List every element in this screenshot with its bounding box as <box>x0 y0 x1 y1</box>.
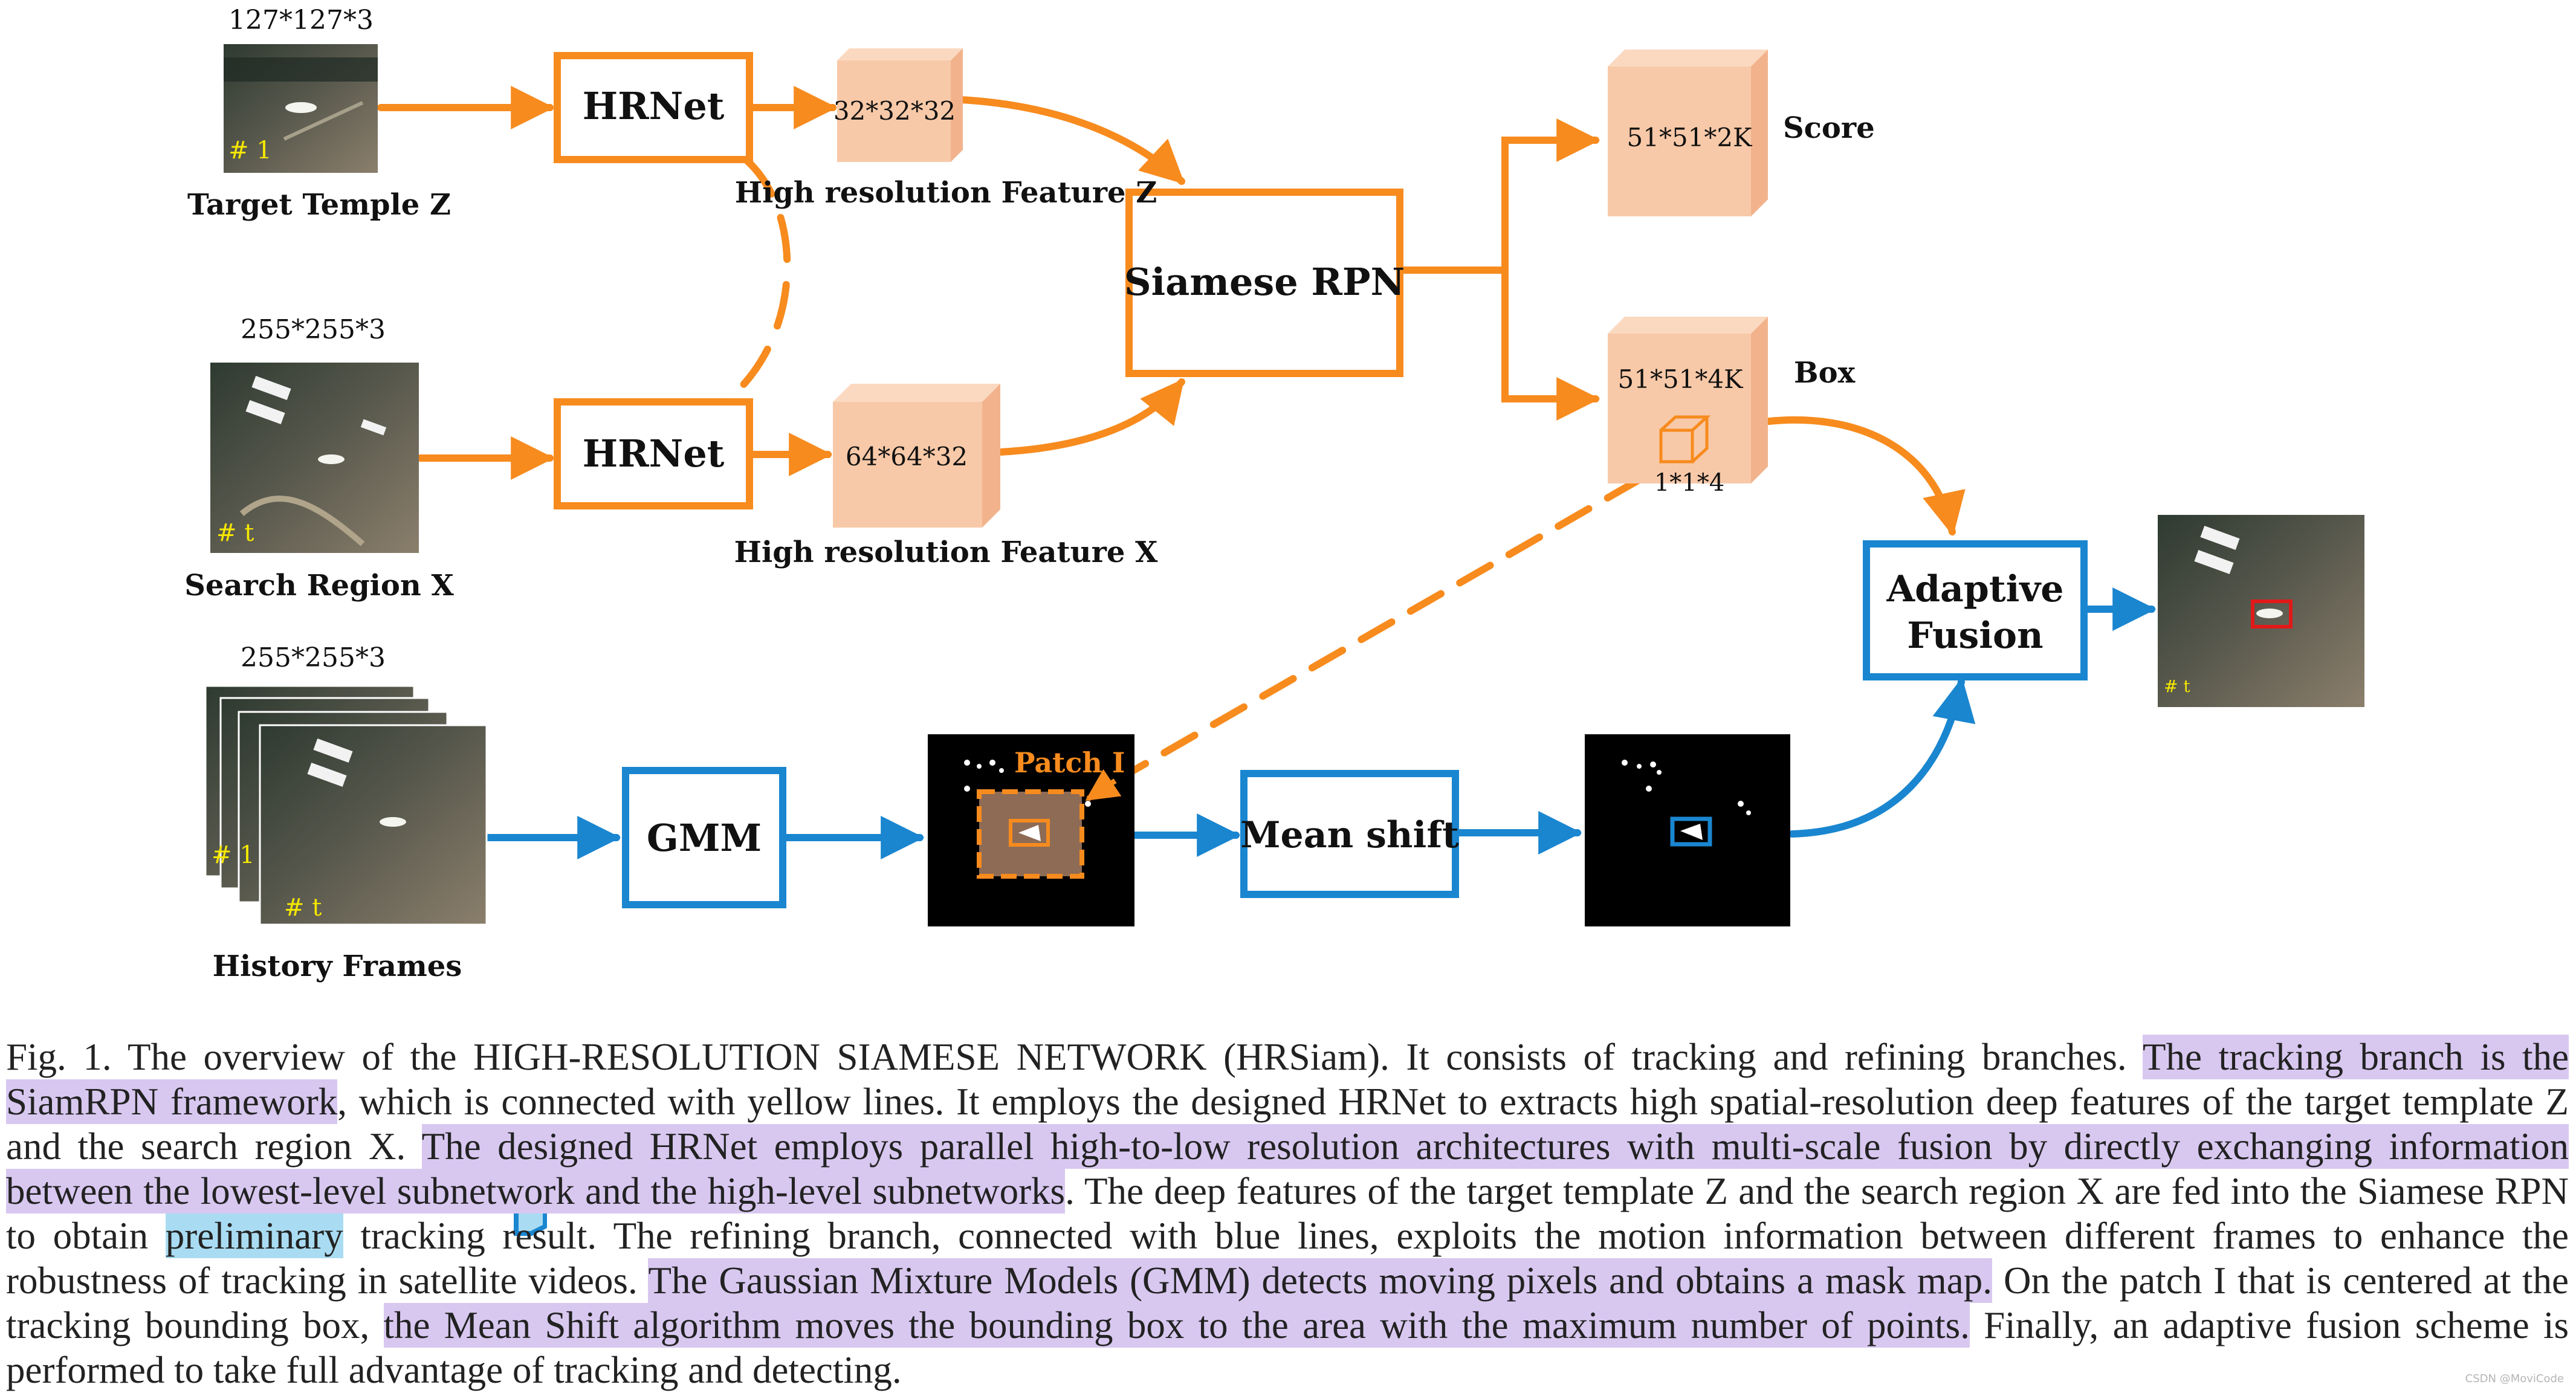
hrnet-bottom-label: HRNet <box>583 431 725 476</box>
watermark: CSDN @MoviCode <box>2465 1372 2564 1385</box>
template-frame-label: # 1 <box>228 137 272 164</box>
mean-shift-block: Mean shift <box>1240 770 1459 898</box>
mean-shift-label: Mean shift <box>1240 814 1459 856</box>
history-label: History Frames <box>213 949 462 983</box>
gmm-block: GMM <box>622 767 786 908</box>
history-first-frame-label: # 1 <box>212 841 255 869</box>
box-cube: 51*51*4K 1*1*4 <box>1608 317 1768 497</box>
template-label: Target Temple Z <box>187 188 451 222</box>
caption-intro: Fig. 1. The overview of the HIGH-RESOLUT… <box>6 1036 2143 1078</box>
meanshift-result-map <box>1585 734 1790 926</box>
hrnet-top-label: HRNet <box>583 84 725 128</box>
hrnet-top-block: HRNet <box>554 52 753 163</box>
search-image: # t <box>210 363 419 553</box>
adaptive-fusion-line2: Fusion <box>1907 615 2043 657</box>
output-bounding-box <box>2251 599 2293 629</box>
score-cube: 51*51*2K <box>1608 50 1768 216</box>
box-cell-size: 1*1*4 <box>1654 469 1724 497</box>
feature-x-size: 64*64*32 <box>846 442 968 471</box>
tracking-branch-connectors <box>377 86 1966 776</box>
search-size-label: 255*255*3 <box>241 314 386 345</box>
output-frame-label: # t <box>2164 676 2190 696</box>
caption-text-4: tracking result. The refining branch, co… <box>6 1215 2569 1302</box>
gmm-label: GMM <box>647 816 762 860</box>
output-tracking-image: # t <box>2158 515 2364 707</box>
box-size: 51*51*4K <box>1618 364 1744 394</box>
box-cell-to-patch-dashed <box>1127 477 1642 776</box>
feature-x-label: High resolution Feature X <box>734 535 1158 569</box>
box-to-fusion-arrow <box>1760 416 1966 537</box>
score-size: 51*51*2K <box>1627 123 1753 152</box>
rpn-to-box-arrow <box>1501 267 1600 421</box>
feature-z-to-rpn-arrow <box>957 96 1185 185</box>
patch-pointer-arrow <box>1085 769 1122 801</box>
history-last-frame-label: # t <box>284 894 322 922</box>
caption-text-3: . The deep features of the target templa… <box>6 1170 2569 1257</box>
hrnet-bottom-block: HRNet <box>554 398 753 509</box>
search-frame-label: # t <box>216 519 254 547</box>
history-frames-stack: # 1 # t <box>204 685 488 926</box>
adaptive-fusion-line1: Adaptive <box>1886 568 2064 610</box>
patch-region <box>977 789 1084 879</box>
feature-z-label: High resolution Feature Z <box>735 176 1157 210</box>
feature-z-size: 32*32*32 <box>833 96 956 126</box>
feature-x-to-rpn-arrow <box>997 378 1185 456</box>
caption-highlight-gmm: The Gaussian Mixture Models (GMM) detect… <box>648 1258 1993 1303</box>
history-size-label: 255*255*3 <box>241 642 386 673</box>
patch-label: Patch I <box>1014 746 1125 779</box>
caption-text-2: , which is connected with yellow lines. … <box>6 1081 2569 1168</box>
box-label: Box <box>1794 356 1856 390</box>
box-cell-cube <box>1659 415 1711 464</box>
caption-text-5: On the patch I that is centered at the t… <box>6 1259 2569 1346</box>
rpn-to-score-arrow <box>1501 118 1600 274</box>
siamese-rpn-block: Siamese RPN <box>1124 189 1405 377</box>
result-to-fusion-arrow <box>1788 677 1976 838</box>
score-label: Score <box>1783 111 1875 145</box>
feature-x-cube: 64*64*32 <box>833 384 1000 528</box>
caption-highlight-meanshift: the Mean Shift algorithm moves the bound… <box>383 1303 1970 1348</box>
template-image: # 1 <box>224 44 378 173</box>
search-label: Search Region X <box>184 569 454 603</box>
feature-z-cube: 32*32*32 <box>833 48 963 162</box>
template-size-label: 127*127*3 <box>228 5 374 36</box>
hrnet-exchange-dashed-arc <box>722 157 791 406</box>
siamese-rpn-label: Siamese RPN <box>1124 260 1405 304</box>
caption-highlight-preliminary: preliminary <box>165 1213 343 1258</box>
adaptive-fusion-block: Adaptive Fusion <box>1863 540 2088 680</box>
gmm-mask-map: Patch I <box>928 734 1134 926</box>
caption-conclusion: Finally, an adaptive fusion scheme is pe… <box>6 1304 2569 1391</box>
figure-caption: Fig. 1. The overview of the HIGH-RESOLUT… <box>6 1035 2569 1392</box>
